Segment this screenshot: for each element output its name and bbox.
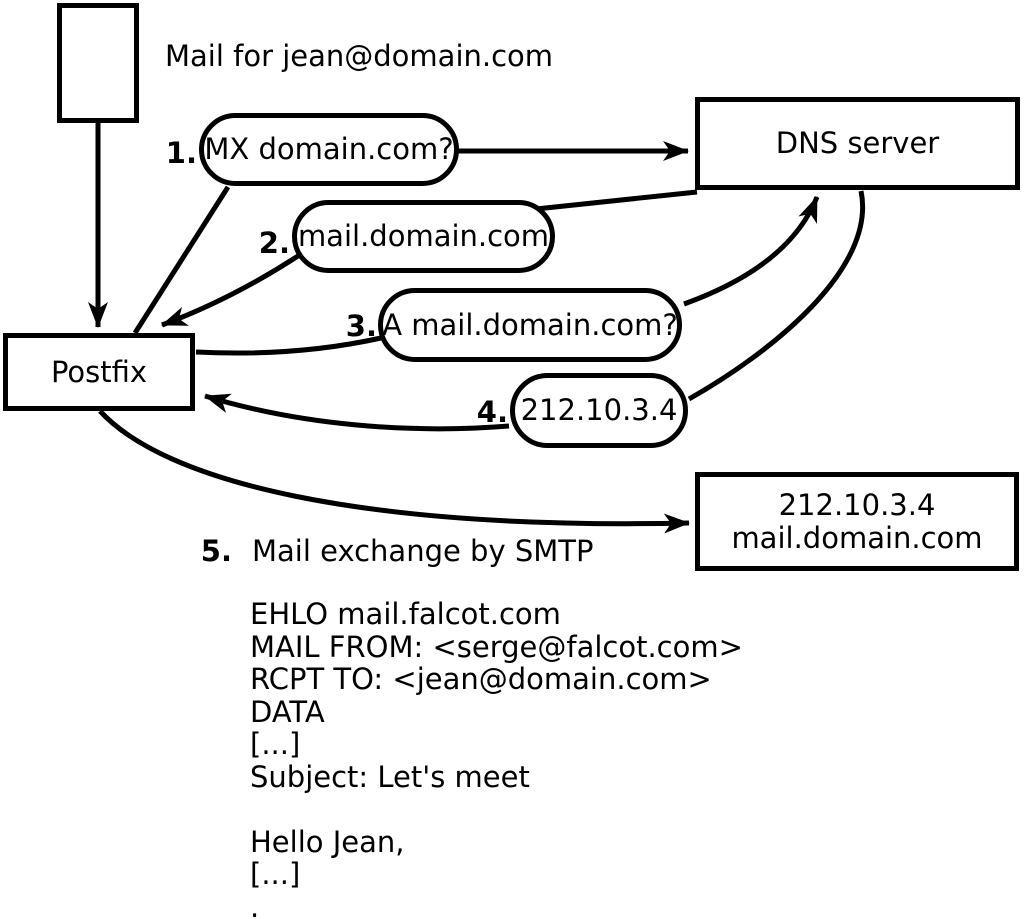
smtp-line: [...] xyxy=(250,857,301,891)
arrow-answer4-to-postfix xyxy=(204,393,510,432)
smtp-line: RCPT TO: <jean@domain.com> xyxy=(250,662,712,696)
arrow-query3-to-dns xyxy=(683,196,820,307)
arrow-postfix-to-mailserver xyxy=(98,409,690,534)
connector-postfix-to-query1 xyxy=(132,185,231,335)
mail-title: Mail for jean@domain.com xyxy=(165,39,554,73)
step1-number: 1. xyxy=(165,136,197,170)
smtp-line-blank xyxy=(250,793,743,826)
step5-label: Mail exchange by SMTP xyxy=(252,534,594,568)
smtp-line: MAIL FROM: <serge@falcot.com> xyxy=(250,629,743,664)
smtp-line: . xyxy=(250,889,260,919)
step2-number: 2. xyxy=(258,226,290,260)
postfix-node: Postfix xyxy=(3,333,195,411)
smtp-line: Subject: Let's meet xyxy=(250,759,530,794)
step4-number: 4. xyxy=(476,395,508,429)
smtp-line: DATA xyxy=(250,694,325,729)
mail-message-icon xyxy=(57,3,139,123)
answer2-bubble: mail.domain.com xyxy=(292,200,555,273)
mailserver-hostname: mail.domain.com xyxy=(731,520,983,555)
smtp-line: [...] xyxy=(250,727,301,761)
answer4-bubble: 212.10.3.4 xyxy=(510,373,688,448)
mailserver-ip: 212.10.3.4 xyxy=(778,488,936,522)
connector-dns-to-answer2 xyxy=(535,189,698,212)
connector-postfix-to-query3 xyxy=(195,335,382,356)
query3-bubble: A mail.domain.com? xyxy=(378,288,682,362)
arrow-answer2-to-postfix xyxy=(161,253,300,328)
dns-server-node: DNS server xyxy=(695,97,1020,190)
query1-bubble: MX domain.com? xyxy=(199,113,459,186)
smtp-session-transcript: EHLO mail.falcot.com MAIL FROM: <serge@f… xyxy=(250,598,743,919)
mailserver-node: 212.10.3.4 mail.domain.com xyxy=(695,472,1019,571)
connector-dns-to-answer4 xyxy=(687,190,866,402)
smtp-line: EHLO mail.falcot.com xyxy=(250,597,561,631)
step3-number: 3. xyxy=(345,309,377,343)
step5-number: 5. xyxy=(200,534,232,568)
smtp-line: Hello Jean, xyxy=(250,824,405,859)
